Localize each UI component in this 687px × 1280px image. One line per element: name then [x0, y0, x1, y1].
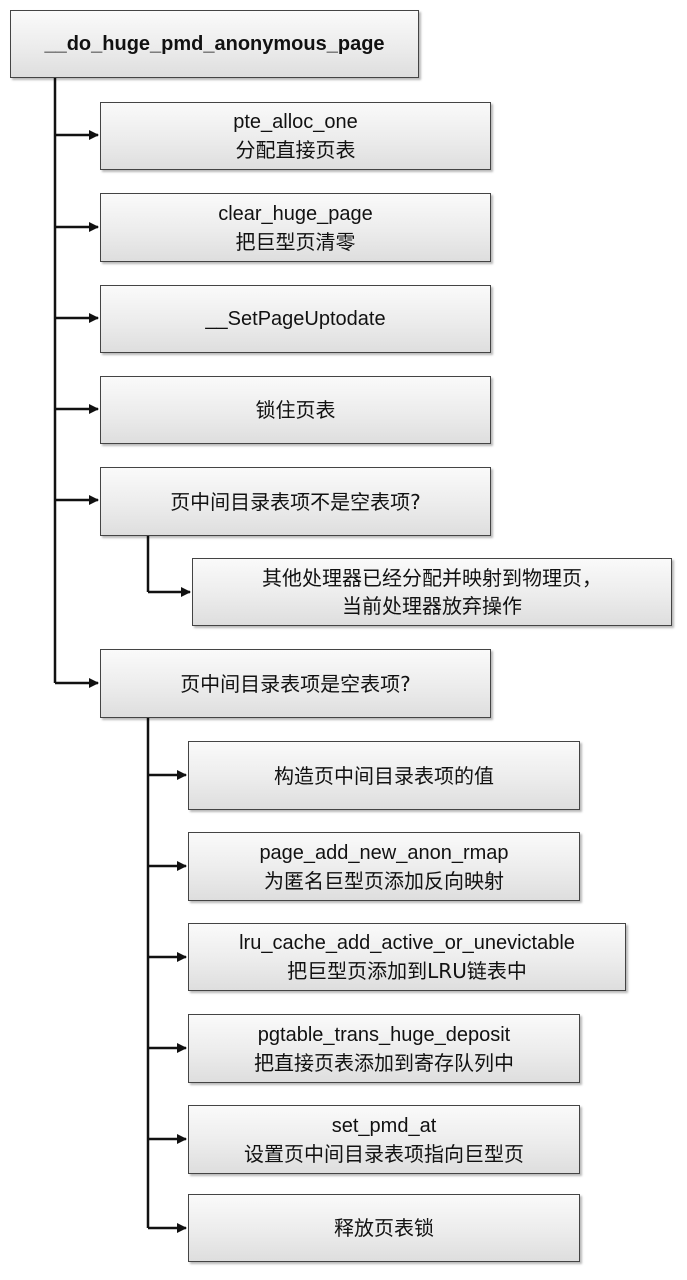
empty-branch-box-4: pgtable_trans_huge_deposit 把直接页表添加到寄存队列中 [188, 1014, 580, 1083]
empty-branch-box-6: 释放页表锁 [188, 1194, 580, 1262]
step-2-line-1: clear_huge_page [218, 202, 373, 225]
empty-3-line-2: 把巨型页添加到LRU链表中 [287, 959, 527, 983]
step-box-1: pte_alloc_one 分配直接页表 [100, 102, 491, 170]
not-empty-1-line-1: 其他处理器已经分配并映射到物理页， [262, 566, 602, 590]
empty-1-line-1: 构造页中间目录表项的值 [274, 763, 494, 788]
step-box-3: __SetPageUptodate [100, 285, 491, 353]
step-6-line-1: 页中间目录表项是空表项? [180, 671, 411, 696]
root-function-label: __do_huge_pmd_anonymous_page [44, 33, 385, 55]
step-4-line-1: 锁住页表 [255, 398, 336, 422]
step-box-6: 页中间目录表项是空表项? [100, 649, 491, 718]
step-1-line-2: 分配直接页表 [235, 138, 356, 162]
empty-branch-box-5: set_pmd_at 设置页中间目录表项指向巨型页 [188, 1105, 580, 1174]
not-empty-1-line-2: 当前处理器放弃操作 [342, 594, 522, 618]
root-function-box: __do_huge_pmd_anonymous_page [10, 10, 419, 78]
step-box-4: 锁住页表 [100, 376, 491, 444]
step-5-line-1: 页中间目录表项不是空表项? [170, 489, 421, 514]
empty-5-line-1: set_pmd_at [331, 1114, 437, 1137]
step-box-2: clear_huge_page 把巨型页清零 [100, 193, 491, 262]
empty-branch-box-1: 构造页中间目录表项的值 [188, 741, 580, 810]
empty-4-line-2: 把直接页表添加到寄存队列中 [254, 1050, 514, 1075]
empty-6-line-1: 释放页表锁 [334, 1216, 434, 1240]
step-1-line-1: pte_alloc_one [233, 111, 358, 133]
not-empty-branch-box-1: 其他处理器已经分配并映射到物理页， 当前处理器放弃操作 [192, 558, 672, 626]
empty-branch-box-3: lru_cache_add_active_or_unevictable 把巨型页… [188, 923, 626, 991]
step-3-line-1: __SetPageUptodate [205, 308, 386, 330]
empty-3-line-1: lru_cache_add_active_or_unevictable [239, 932, 575, 954]
step-box-5: 页中间目录表项不是空表项? [100, 467, 491, 536]
step-2-line-2: 把巨型页清零 [235, 229, 356, 254]
empty-branch-box-2: page_add_new_anon_rmap 为匿名巨型页添加反向映射 [188, 832, 580, 901]
empty-2-line-1: page_add_new_anon_rmap [259, 841, 509, 864]
empty-5-line-2: 设置页中间目录表项指向巨型页 [244, 1141, 524, 1166]
empty-4-line-1: pgtable_trans_huge_deposit [257, 1023, 511, 1046]
empty-2-line-2: 为匿名巨型页添加反向映射 [264, 868, 504, 893]
